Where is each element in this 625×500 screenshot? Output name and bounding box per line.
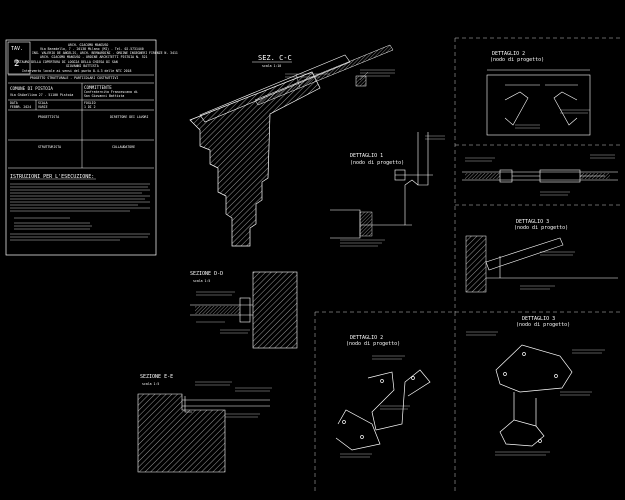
row-value-data: FEBBR. 2024 [10, 105, 31, 109]
detail-anchor-strip [462, 154, 618, 196]
section-cc-title: SEZ. C-C [258, 54, 292, 62]
address: Via Ghibellina 27 - 51100 Pistoia [10, 93, 73, 97]
detail-3-bottom-title: DETTAGLIO 3 [522, 316, 555, 322]
header-line-0: ARCH. GIACOMO MANCUSO [68, 43, 108, 47]
section-dd-scale: scala 1:5 [193, 279, 210, 283]
section-dd: SEZIONE D-D scala 1:5 [190, 271, 298, 349]
section-ee-title: SEZIONE E-E [140, 374, 173, 380]
tav-number: 2 [14, 59, 19, 69]
detail-1-subtitle: (nodo di progetto) [350, 160, 404, 166]
comune: COMUNE DI PISTOIA [10, 86, 53, 91]
detail-3-bottom-subtitle: (nodo di progetto) [516, 322, 570, 328]
detail-2-bottom: DETTAGLIO 2 (nodo di progetto) [335, 335, 431, 458]
detail-2-bottom-title: DETTAGLIO 2 [350, 335, 383, 341]
row-label-foglio: FOGLIO [84, 101, 96, 105]
committente-line-0: Confraternita Francescana di [84, 90, 138, 94]
detail-2-top-subtitle: (nodo di progetto) [490, 57, 544, 63]
section-cc-scale: scala 1:10 [262, 64, 281, 68]
detail-3-mid-subtitle: (nodo di progetto) [514, 225, 568, 231]
section-ee: SEZIONE E-E scala 1:5 [137, 374, 272, 473]
section-ee-scale: scala 1:5 [142, 382, 159, 386]
section-strutturista: STRUTTURISTA [38, 145, 61, 149]
title-block: TAV. 2 ARCH. GIACOMO MANCUSO Via Baradel… [5, 39, 178, 256]
section-dd-title: SEZIONE D-D [190, 271, 223, 277]
section-progettista: PROGETTISTA [38, 115, 59, 119]
row-value-scala: VARIE [38, 105, 48, 109]
header-line-5: GIOVANNI BATTISTA [66, 64, 99, 68]
detail-3-mid-title: DETTAGLIO 3 [516, 219, 549, 225]
detail-3-mid: DETTAGLIO 3 (nodo di progetto) [465, 219, 618, 293]
layout-frame [314, 37, 620, 492]
section-cc: SEZ. C-C scala 1:10 [189, 44, 395, 247]
detail-2-top-title: DETTAGLIO 2 [492, 51, 525, 57]
section-direttore: DIRETTORE DEI LAVORI [110, 115, 148, 119]
row-label-data: DATA [10, 101, 18, 105]
committente-line-1: San Giovanni Battista [84, 94, 124, 98]
header-line-2: ING. VALERIO DE ANGELIS, ARCH. BERNARDIN… [32, 51, 178, 55]
detail-3-bottom: DETTAGLIO 3 (nodo di progetto) [466, 316, 605, 456]
header-line-1: Via Baradello, 7 - 20138 Milano (MI) - T… [40, 47, 144, 51]
instructions-title: ISTRUZIONI PER L'ESECUZIONE: [10, 174, 94, 180]
tav-label: TAV. [11, 46, 23, 52]
detail-2-top: DETTAGLIO 2 (nodo di progetto) [486, 51, 591, 136]
row-value-foglio: 1 DI 2 [84, 105, 96, 109]
header-line-7: PROGETTO STRUTTURALE - PARTICOLARI COSTR… [30, 76, 118, 80]
header-line-6: Intervento locale ai sensi del punto 8.4… [22, 69, 131, 73]
detail-1: DETTAGLIO 1 (nodo di progetto) [330, 132, 445, 247]
detail-1-title: DETTAGLIO 1 [350, 153, 383, 159]
row-label-scala: SCALA [38, 101, 48, 105]
header-line-3: ARCH. GIACOMO MANCUSO - ORDINE ARCHITETT… [40, 55, 148, 59]
detail-2-bottom-subtitle: (nodo di progetto) [346, 341, 400, 347]
section-collaudatore: COLLAUDATORE [112, 145, 135, 149]
committente-label: COMMITTENTE [84, 85, 112, 90]
header-line-4: RESTAURO DELLA COPERTURA DI LOGGIA DELLA… [14, 60, 118, 64]
instructions-text-lines [10, 183, 150, 241]
